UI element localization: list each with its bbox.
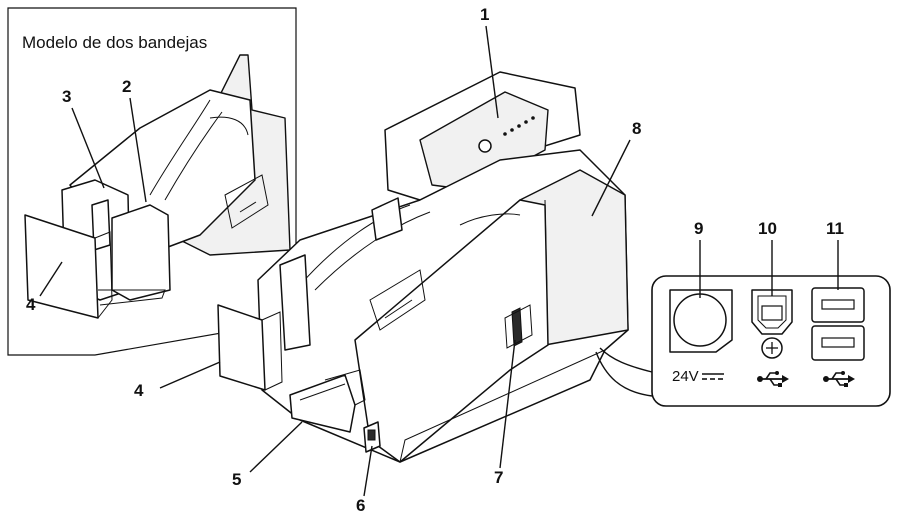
usb-icon: [757, 371, 789, 387]
dc-symbol: [702, 373, 724, 380]
callout-10: 10: [758, 219, 777, 238]
callout-3-inset: 3: [62, 87, 71, 106]
power-button: [478, 139, 492, 153]
main-scanner-drawing: [217, 71, 629, 463]
power-jack-socket: [673, 293, 727, 347]
rear-port-panel: 24V: [595, 219, 891, 407]
callout-6: 6: [356, 496, 365, 515]
callout-9: 9: [694, 219, 703, 238]
inset-title: Modelo de dos bandejas: [22, 33, 207, 52]
callout-1: 1: [480, 5, 489, 24]
callout-4-inset: 4: [26, 295, 36, 314]
inset-two-tray-model: Modelo de dos bandejas 3 2 4: [7, 7, 297, 356]
callout-7: 7: [494, 468, 503, 487]
callout-11: 11: [826, 219, 844, 238]
callout-2-inset: 2: [122, 77, 131, 96]
callout-4: 4: [134, 381, 144, 400]
callout-8: 8: [632, 119, 641, 138]
power-label: 24V: [672, 368, 699, 385]
usb-icon: [823, 371, 855, 387]
inset-scanner-drawing: [24, 54, 291, 319]
callout-5: 5: [232, 470, 241, 489]
